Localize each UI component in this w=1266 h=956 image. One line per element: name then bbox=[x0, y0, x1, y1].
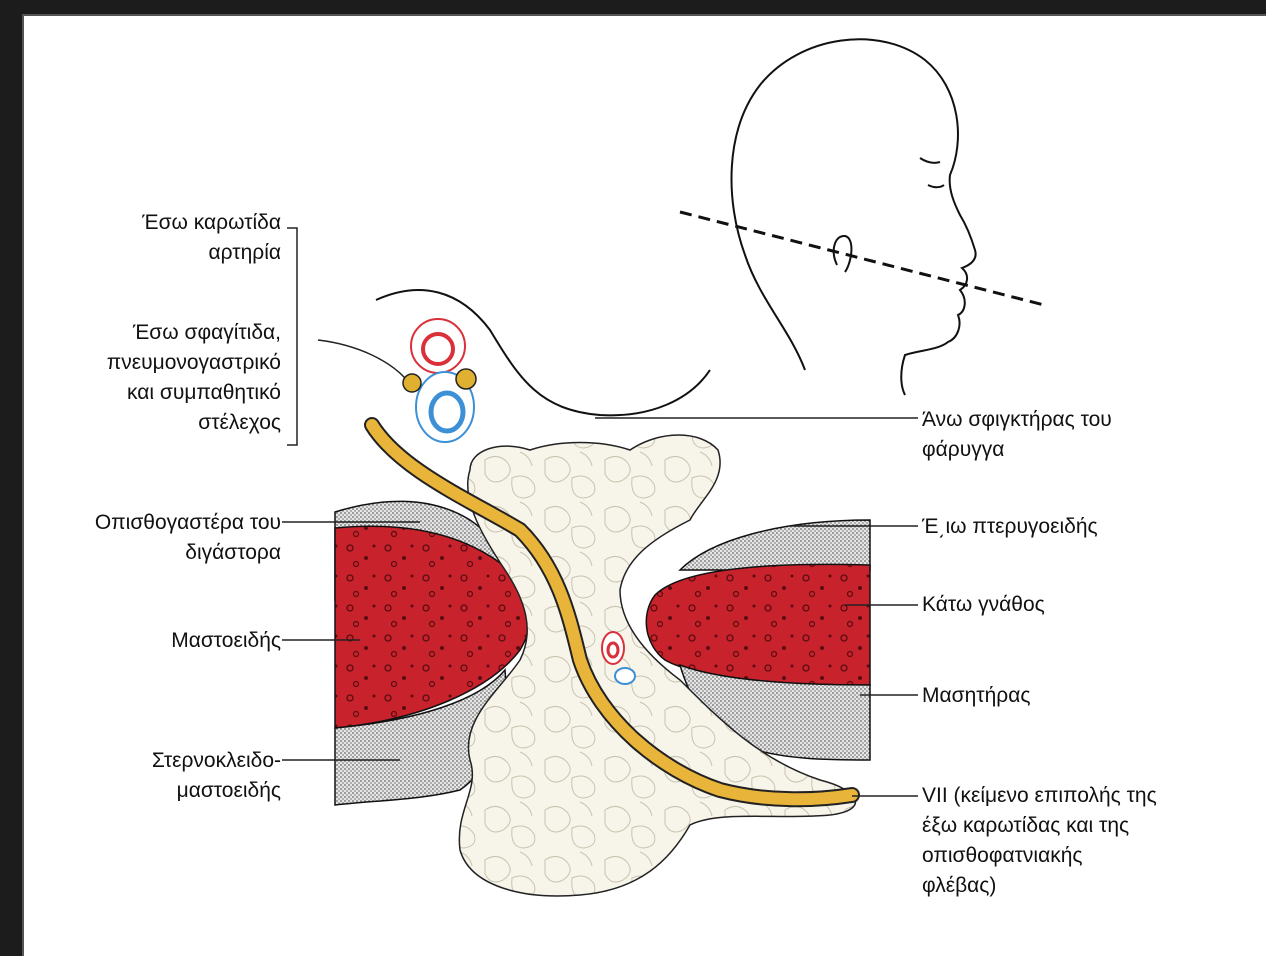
label-line: στέλεχος bbox=[107, 408, 281, 438]
label-lateral-pterygoid: Έ͵ιω πτερυγοειδής bbox=[922, 512, 1098, 542]
label-line: οπισθοφατνιακής bbox=[922, 841, 1157, 871]
vagus-nerve bbox=[403, 374, 421, 392]
label-internal-carotid: Έσω καρωτίδα αρτηρία bbox=[142, 208, 281, 268]
label-line: Άνω σφιγκτήρας του bbox=[922, 405, 1112, 435]
cutting-plane-line bbox=[680, 212, 1048, 306]
label-line: πνευμονογαστρικό bbox=[107, 348, 281, 378]
label-line: διγάστορα bbox=[95, 538, 281, 568]
label-line: αρτηρία bbox=[142, 238, 281, 268]
label-mandible: Κάτω γνάθος bbox=[922, 590, 1045, 620]
label-line: Κάτω γνάθος bbox=[922, 590, 1045, 620]
label-facial-nerve: VII (κείμενο επιπολής της έξω καρωτίδας … bbox=[922, 781, 1157, 901]
label-line: φλέβας) bbox=[922, 871, 1157, 901]
label-superior-constrictor: Άνω σφιγκτήρας του φάρυγγα bbox=[922, 405, 1112, 465]
head-profile bbox=[731, 39, 975, 395]
sympathetic-trunk bbox=[456, 369, 476, 389]
internal-carotid-artery bbox=[411, 319, 465, 373]
label-internal-jugular: Έσω σφαγίτιδα, πνευμονογαστρικό και συμπ… bbox=[107, 318, 281, 438]
label-line: Μασητήρας bbox=[922, 681, 1030, 711]
label-line: Έσω καρωτίδα bbox=[142, 208, 281, 238]
label-sternocleidomastoid: Στερνοκλειδο- μαστοειδής bbox=[152, 746, 281, 806]
label-line: και συμπαθητικό bbox=[107, 378, 281, 408]
lateral-pterygoid-muscle bbox=[680, 520, 870, 570]
retromandibular-vein bbox=[615, 668, 635, 684]
label-line: Έ͵ιω πτερυγοειδής bbox=[922, 512, 1098, 542]
label-posterior-digastric: Οπισθογαστέρα του διγάστορα bbox=[95, 508, 281, 568]
label-line: Οπισθογαστέρα του bbox=[95, 508, 281, 538]
label-line: Μαστοειδής bbox=[171, 626, 281, 656]
label-line: Έσω σφαγίτιδα, bbox=[107, 318, 281, 348]
label-line: VII (κείμενο επιπολής της bbox=[922, 781, 1157, 811]
label-line: μαστοειδής bbox=[152, 776, 281, 806]
label-line: φάρυγγα bbox=[922, 435, 1112, 465]
label-masseter: Μασητήρας bbox=[922, 681, 1030, 711]
label-line: Στερνοκλειδο- bbox=[152, 746, 281, 776]
label-line: έξω καρωτίδας και της bbox=[922, 811, 1157, 841]
label-mastoid: Μαστοειδής bbox=[171, 626, 281, 656]
external-carotid-artery bbox=[602, 632, 624, 664]
